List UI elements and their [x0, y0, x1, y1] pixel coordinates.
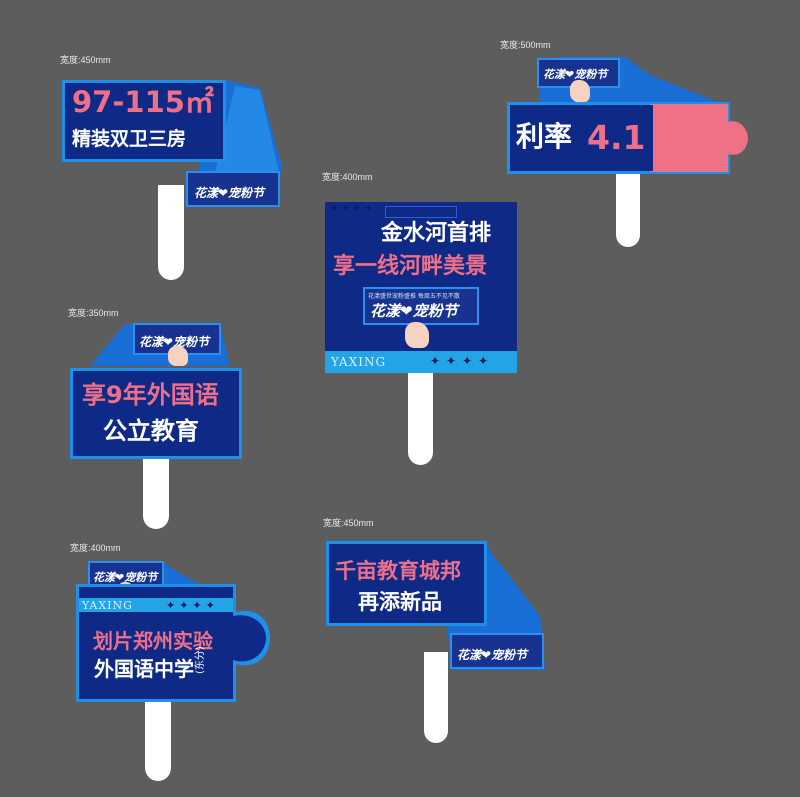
- stars-row: ✦✦✦✦: [166, 599, 219, 612]
- hand-icon: [570, 80, 590, 102]
- hand-icon: [168, 346, 188, 366]
- dots-row: ✦✦✦✦: [330, 204, 377, 214]
- headline-line1: 享9年外国语: [82, 381, 219, 409]
- brand-logo: YAXING: [331, 355, 387, 369]
- handle: [143, 456, 169, 529]
- width-label: 宽度:400mm: [322, 172, 373, 182]
- headline-panel: [70, 368, 242, 459]
- headline-line2: 再添新品: [358, 590, 442, 614]
- puzzle-tab: [650, 104, 748, 172]
- badge-top: 花漾盛世宠粉盛推 每周五不见不散: [368, 293, 460, 300]
- badge-logo: 花漾❤宠粉节: [139, 335, 210, 349]
- headline-line2: 享一线河畔美景: [333, 254, 488, 279]
- branch-note: (东分): [195, 646, 206, 674]
- header-bar: [385, 206, 457, 218]
- headline-line1: 划片郑州实验: [93, 629, 213, 653]
- width-label: 宽度:350mm: [68, 308, 119, 318]
- promo-badge: 花漾❤宠粉节: [186, 171, 280, 207]
- footer-bar: [325, 351, 517, 373]
- handle: [145, 700, 171, 781]
- width-label: 宽度:450mm: [323, 518, 374, 528]
- badge-logo: 花漾❤宠粉节: [543, 68, 608, 81]
- headline-panel: [326, 541, 487, 626]
- stars-row: ✦✦✦✦: [430, 354, 495, 368]
- headline-panel: [62, 80, 226, 162]
- badge-logo: 花漾❤宠粉节: [93, 571, 158, 584]
- rate-value: 4.1: [587, 118, 646, 157]
- headline-line1: 千亩教育城邦: [335, 559, 461, 583]
- badge-logo: 花漾❤宠粉节: [370, 302, 458, 320]
- promo-badge: 花漾❤宠粉节: [450, 633, 544, 669]
- handle: [616, 170, 640, 247]
- width-label: 宽度:450mm: [60, 55, 111, 65]
- rate-label: 利率: [516, 120, 573, 153]
- badge-logo: 花漾❤宠粉节: [457, 648, 528, 662]
- hand-icon: [405, 322, 429, 348]
- handle: [158, 185, 184, 280]
- width-label: 宽度:500mm: [500, 40, 551, 50]
- brand-logo: YAXING: [82, 599, 133, 612]
- sign-body: [76, 584, 270, 702]
- rate-panel: [510, 105, 653, 171]
- handle: [408, 372, 433, 465]
- headline-line2: 外国语中学: [94, 657, 194, 681]
- headline-line2: 精装双卫三房: [72, 128, 187, 150]
- badge-logo: 花漾❤宠粉节: [194, 186, 265, 200]
- headline-line1: 97-115㎡: [72, 85, 214, 119]
- headline-line1: 金水河首排: [381, 221, 492, 246]
- top-strip: [79, 598, 233, 612]
- width-label: 宽度:400mm: [70, 543, 121, 553]
- headline-line2: 公立教育: [103, 417, 199, 445]
- promo-badge: 花漾盛世宠粉盛推 每周五不见不散 花漾❤宠粉节: [363, 287, 479, 325]
- handle: [424, 652, 448, 743]
